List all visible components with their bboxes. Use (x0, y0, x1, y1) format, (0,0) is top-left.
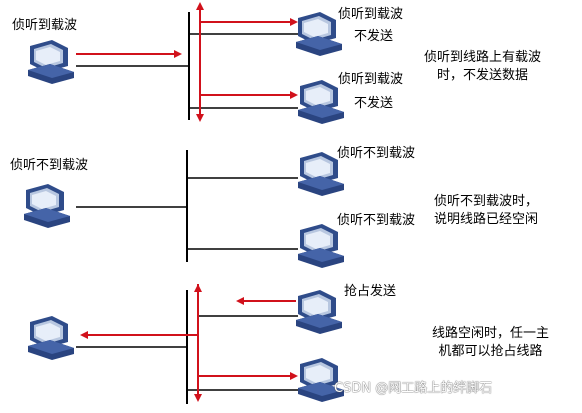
note-line: 机都可以抢占线路 (438, 344, 543, 359)
computer-icon (28, 316, 74, 360)
note-line: 侦听到线路上有载波 (424, 50, 542, 65)
receiver-label: 侦听到载波 (338, 7, 404, 22)
note-line: 线路空闲时，任一主 (432, 326, 550, 341)
sender-label: 抢占发送 (344, 284, 397, 299)
sender-label: 侦听到载波 (12, 18, 78, 33)
panel-note: 侦听不到载波时， 说明线路已经空闲 (434, 193, 538, 229)
note-line: 侦听不到载波时， (434, 194, 539, 209)
receiver-label: 侦听到载波 (338, 72, 404, 87)
computer-icon (296, 12, 342, 56)
receiver-status: 不发送 (354, 96, 394, 111)
watermark: CSDN @网工路上的绊脚石 (334, 381, 493, 396)
computer-icon (298, 224, 344, 268)
panel-note: 侦听到线路上有载波 时，不发送数据 (424, 49, 541, 85)
panel-note: 线路空闲时，任一主 机都可以抢占线路 (432, 325, 549, 361)
panel-2 (24, 150, 344, 268)
panel-1 (28, 2, 344, 124)
receiver-label: 侦听不到载波 (337, 146, 416, 161)
note-line: 说明线路已经空闲 (434, 212, 539, 227)
panel-3 (28, 284, 344, 404)
receiver-status: 不发送 (354, 29, 394, 44)
computer-icon (24, 184, 70, 228)
sender-label: 侦听不到载波 (10, 158, 89, 173)
receiver-label: 侦听不到载波 (337, 213, 416, 228)
computer-icon (296, 290, 342, 334)
computer-icon (28, 40, 74, 84)
note-line: 时，不发送数据 (437, 68, 529, 83)
